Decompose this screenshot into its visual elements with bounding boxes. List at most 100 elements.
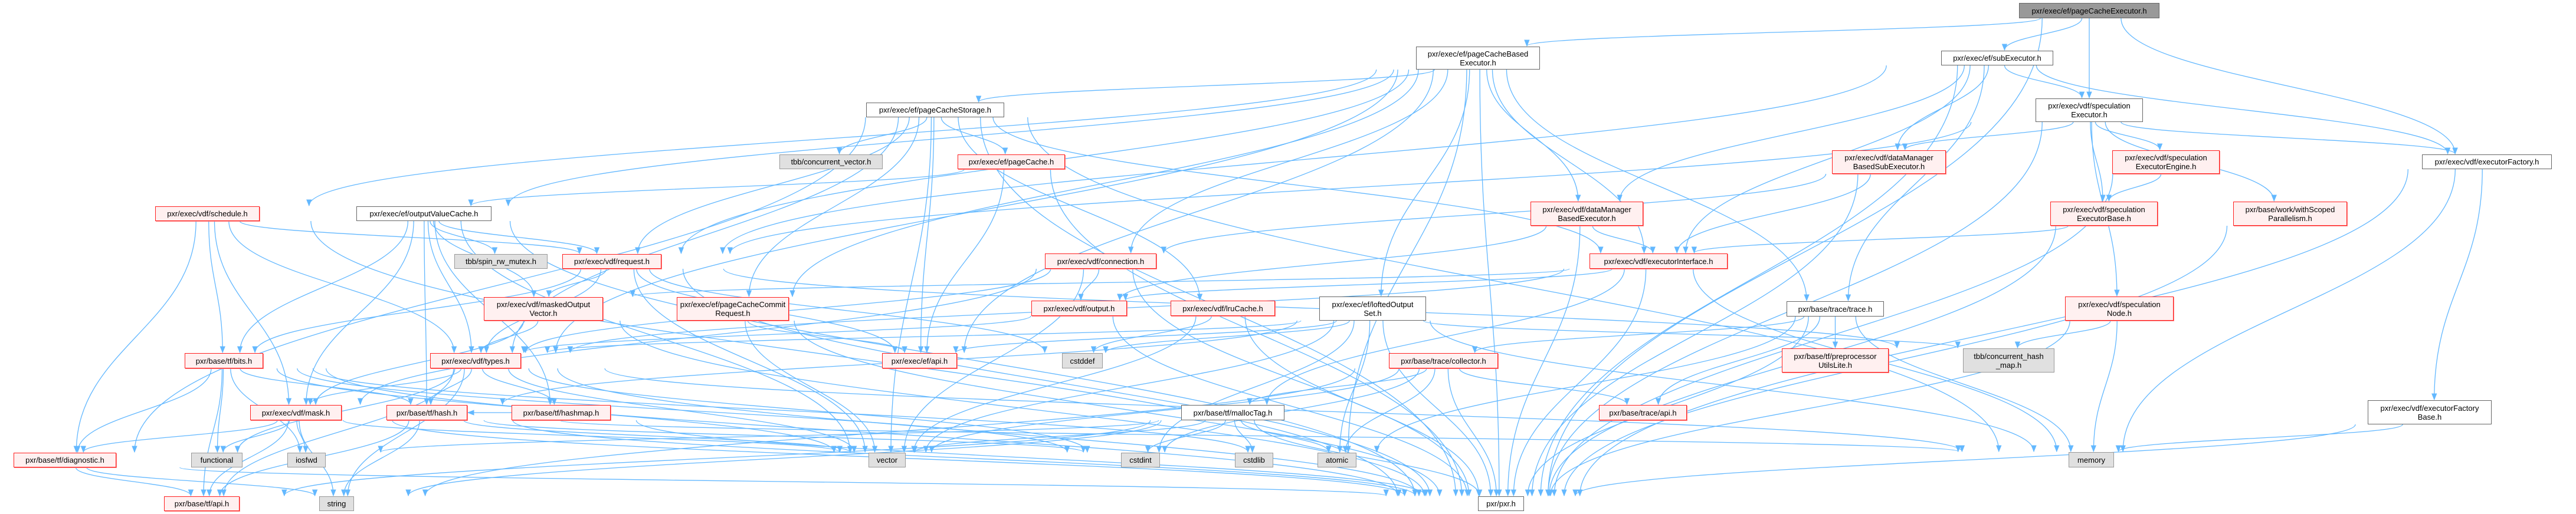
- node-dmbe[interactable]: pxr/exec/vdf/dataManager BasedExecutor.h: [1530, 202, 1643, 226]
- node-diag[interactable]: pxr/base/tf/diagnostic.h: [14, 453, 116, 467]
- node-trace[interactable]: pxr/base/trace/trace.h: [1787, 301, 1884, 317]
- edge-malloc-to-string: [405, 420, 1162, 497]
- node-hashmap[interactable]: pxr/base/tf/hashmap.h: [512, 405, 611, 420]
- edge-pcs-to-tbbvec: [836, 117, 928, 155]
- edge-sched-to-bits: [208, 220, 225, 354]
- node-ei[interactable]: pxr/exec/vdf/executorInterface.h: [1589, 253, 1728, 269]
- node-mov[interactable]: pxr/exec/vdf/maskedOutput Vector.h: [484, 297, 603, 321]
- edge-conn-to-pxr: [1132, 268, 1472, 497]
- edge-malloc-to-pxr: [1254, 420, 1483, 497]
- edge-lofted-to-pxr: [1382, 320, 1494, 497]
- node-out[interactable]: pxr/exec/vdf/output.h: [1031, 301, 1127, 316]
- node-pxr[interactable]: pxr/pxr.h: [1478, 496, 1524, 511]
- node-tbbvec[interactable]: tbb/concurrent_vector.h: [779, 154, 883, 169]
- edge-mov-to-pxr: [620, 320, 1427, 497]
- node-pccr[interactable]: pxr/exec/ef/pageCacheCommit Request.h: [677, 297, 789, 321]
- edge-pcs-to-pcache: [940, 117, 1008, 155]
- edge-pcbe-to-types: [553, 69, 1398, 354]
- edge-sub-to-dmbe: [1617, 65, 1965, 202]
- node-fbase[interactable]: pxr/exec/vdf/executorFactory Base.h: [2368, 400, 2492, 424]
- edge-pcs-to-vector: [888, 117, 932, 453]
- edge-ei-to-mov: [630, 268, 1570, 298]
- node-lofted[interactable]: pxr/exec/ef/loftedOutput Set.h: [1319, 296, 1426, 321]
- node-chm[interactable]: tbb/concurrent_hash _map.h: [1963, 348, 2054, 373]
- edge-sub-to-pxr: [1538, 65, 1958, 497]
- edge-diag-to-tfapi: [75, 467, 194, 497]
- node-string[interactable]: string: [319, 496, 354, 511]
- edge-hash-to-pxr: [512, 420, 1418, 497]
- node-conn[interactable]: pxr/exec/vdf/connection.h: [1045, 253, 1156, 269]
- node-cstddef[interactable]: cstddef: [1062, 353, 1103, 368]
- node-coll[interactable]: pxr/base/trace/collector.h: [1389, 353, 1498, 368]
- edge-bits-to-atomic: [312, 368, 1251, 453]
- node-spec-node[interactable]: pxr/exec/vdf/speculation Node.h: [2065, 296, 2174, 321]
- node-tfapi[interactable]: pxr/base/tf/api.h: [164, 496, 240, 511]
- edge-pcbe-to-dmbe: [1486, 69, 1581, 202]
- edge-mask-to-iosfwd: [296, 420, 309, 453]
- node-cstdint[interactable]: cstdint: [1121, 453, 1160, 467]
- edge-types-to-mask: [307, 368, 462, 406]
- node-vector[interactable]: vector: [869, 453, 906, 467]
- edge-ovc-to-bits: [237, 220, 409, 354]
- node-dmbse[interactable]: pxr/exec/vdf/dataManager BasedSubExecuto…: [1832, 150, 1946, 174]
- node-efapi[interactable]: pxr/exec/ef/api.h: [882, 353, 957, 368]
- node-ppu[interactable]: pxr/base/tf/preprocessor UtilsLite.h: [1782, 348, 1889, 373]
- edge-trace-to-memory: [1855, 316, 2074, 453]
- node-malloc[interactable]: pxr/base/tf/mallocTag.h: [1181, 405, 1284, 420]
- node-wsp[interactable]: pxr/base/work/withScoped Parallelism.h: [2233, 202, 2347, 226]
- edge-coll-to-malloc: [1247, 368, 1427, 406]
- node-spec-base[interactable]: pxr/exec/vdf/speculation ExecutorBase.h: [2050, 202, 2158, 226]
- node-spec-eng[interactable]: pxr/exec/vdf/speculation ExecutorEngine.…: [2112, 150, 2220, 174]
- edge-diag-to-pxr: [179, 467, 1388, 497]
- edge-sub-to-trace: [1845, 65, 1985, 302]
- edge-coll-to-string: [422, 368, 1356, 497]
- node-mask[interactable]: pxr/exec/vdf/mask.h: [250, 405, 342, 420]
- node-pcs[interactable]: pxr/exec/ef/pageCacheStorage.h: [866, 103, 1004, 117]
- edge-malloc-to-cstdlib: [1234, 420, 1256, 453]
- edge-spec-to-dmbse: [1902, 121, 2074, 151]
- edge-lru-to-pxr: [1244, 315, 1482, 497]
- edge-fbase-to-memory: [2115, 424, 2403, 453]
- edge-pcs-to-lru: [958, 117, 1203, 301]
- edge-req-to-chm: [723, 268, 1900, 349]
- edge-coll-to-tapi: [1459, 368, 1630, 406]
- edge-pcs-to-ei: [992, 117, 1604, 254]
- edge-pcs-to-memory: [1027, 117, 2002, 453]
- node-memory[interactable]: memory: [2069, 452, 2114, 467]
- node-lru[interactable]: pxr/exec/vdf/lruCache.h: [1171, 301, 1275, 316]
- node-hash[interactable]: pxr/base/tf/hash.h: [386, 405, 467, 420]
- edge-sub-to-fact: [2036, 65, 2451, 155]
- node-sched[interactable]: pxr/exec/vdf/schedule.h: [155, 206, 260, 221]
- edge-ovc-to-types: [427, 220, 474, 354]
- node-sub[interactable]: pxr/exec/ef/subExecutor.h: [1941, 51, 2053, 65]
- edge-fact-to-pxr: [1577, 169, 2408, 497]
- edge-malloc-to-iosfwd: [378, 420, 1159, 453]
- node-cstdlib[interactable]: cstdlib: [1235, 453, 1273, 467]
- node-bits[interactable]: pxr/base/tf/bits.h: [185, 353, 263, 368]
- node-req[interactable]: pxr/exec/vdf/request.h: [562, 254, 661, 269]
- node-iosfwd[interactable]: iosfwd: [287, 453, 326, 467]
- edge-bits-to-pxr: [326, 368, 1402, 497]
- node-func[interactable]: functional: [191, 453, 242, 467]
- node-spin[interactable]: tbb/spin_rw_mutex.h: [454, 254, 548, 269]
- edge-mask-to-func: [220, 420, 290, 453]
- edge-pcbe-to-conn: [1128, 69, 1448, 254]
- edge-pcbe-to-atomic: [1345, 69, 1467, 453]
- node-pcache[interactable]: pxr/exec/ef/pageCache.h: [958, 154, 1065, 169]
- edge-diag-to-string: [86, 467, 318, 497]
- edge-specEng-to-specBase: [2106, 173, 2162, 202]
- node-fact[interactable]: pxr/exec/vdf/executorFactory.h: [2422, 154, 2552, 169]
- node-root[interactable]: pxr/exec/ef/pageCacheExecutor.h: [2019, 3, 2159, 18]
- node-pcbe[interactable]: pxr/exec/ef/pageCacheBased Executor.h: [1416, 47, 1540, 70]
- edge-dmbe-to-out: [1117, 225, 1547, 301]
- node-atomic[interactable]: atomic: [1318, 453, 1356, 467]
- edge-hash-to-string: [341, 420, 420, 497]
- node-spec[interactable]: pxr/exec/vdf/speculation Executor.h: [2036, 98, 2143, 122]
- edge-pcbe-to-ovc: [505, 69, 1394, 207]
- node-ovc[interactable]: pxr/exec/ef/outputValueCache.h: [356, 206, 491, 221]
- edge-pcs-to-diag: [132, 117, 866, 453]
- node-tapi[interactable]: pxr/base/trace/api.h: [1599, 405, 1687, 420]
- edge-spec-to-specBase: [2090, 121, 2106, 202]
- node-types[interactable]: pxr/exec/vdf/types.h: [430, 353, 521, 368]
- edge-specEng-to-pxr: [1551, 173, 2113, 497]
